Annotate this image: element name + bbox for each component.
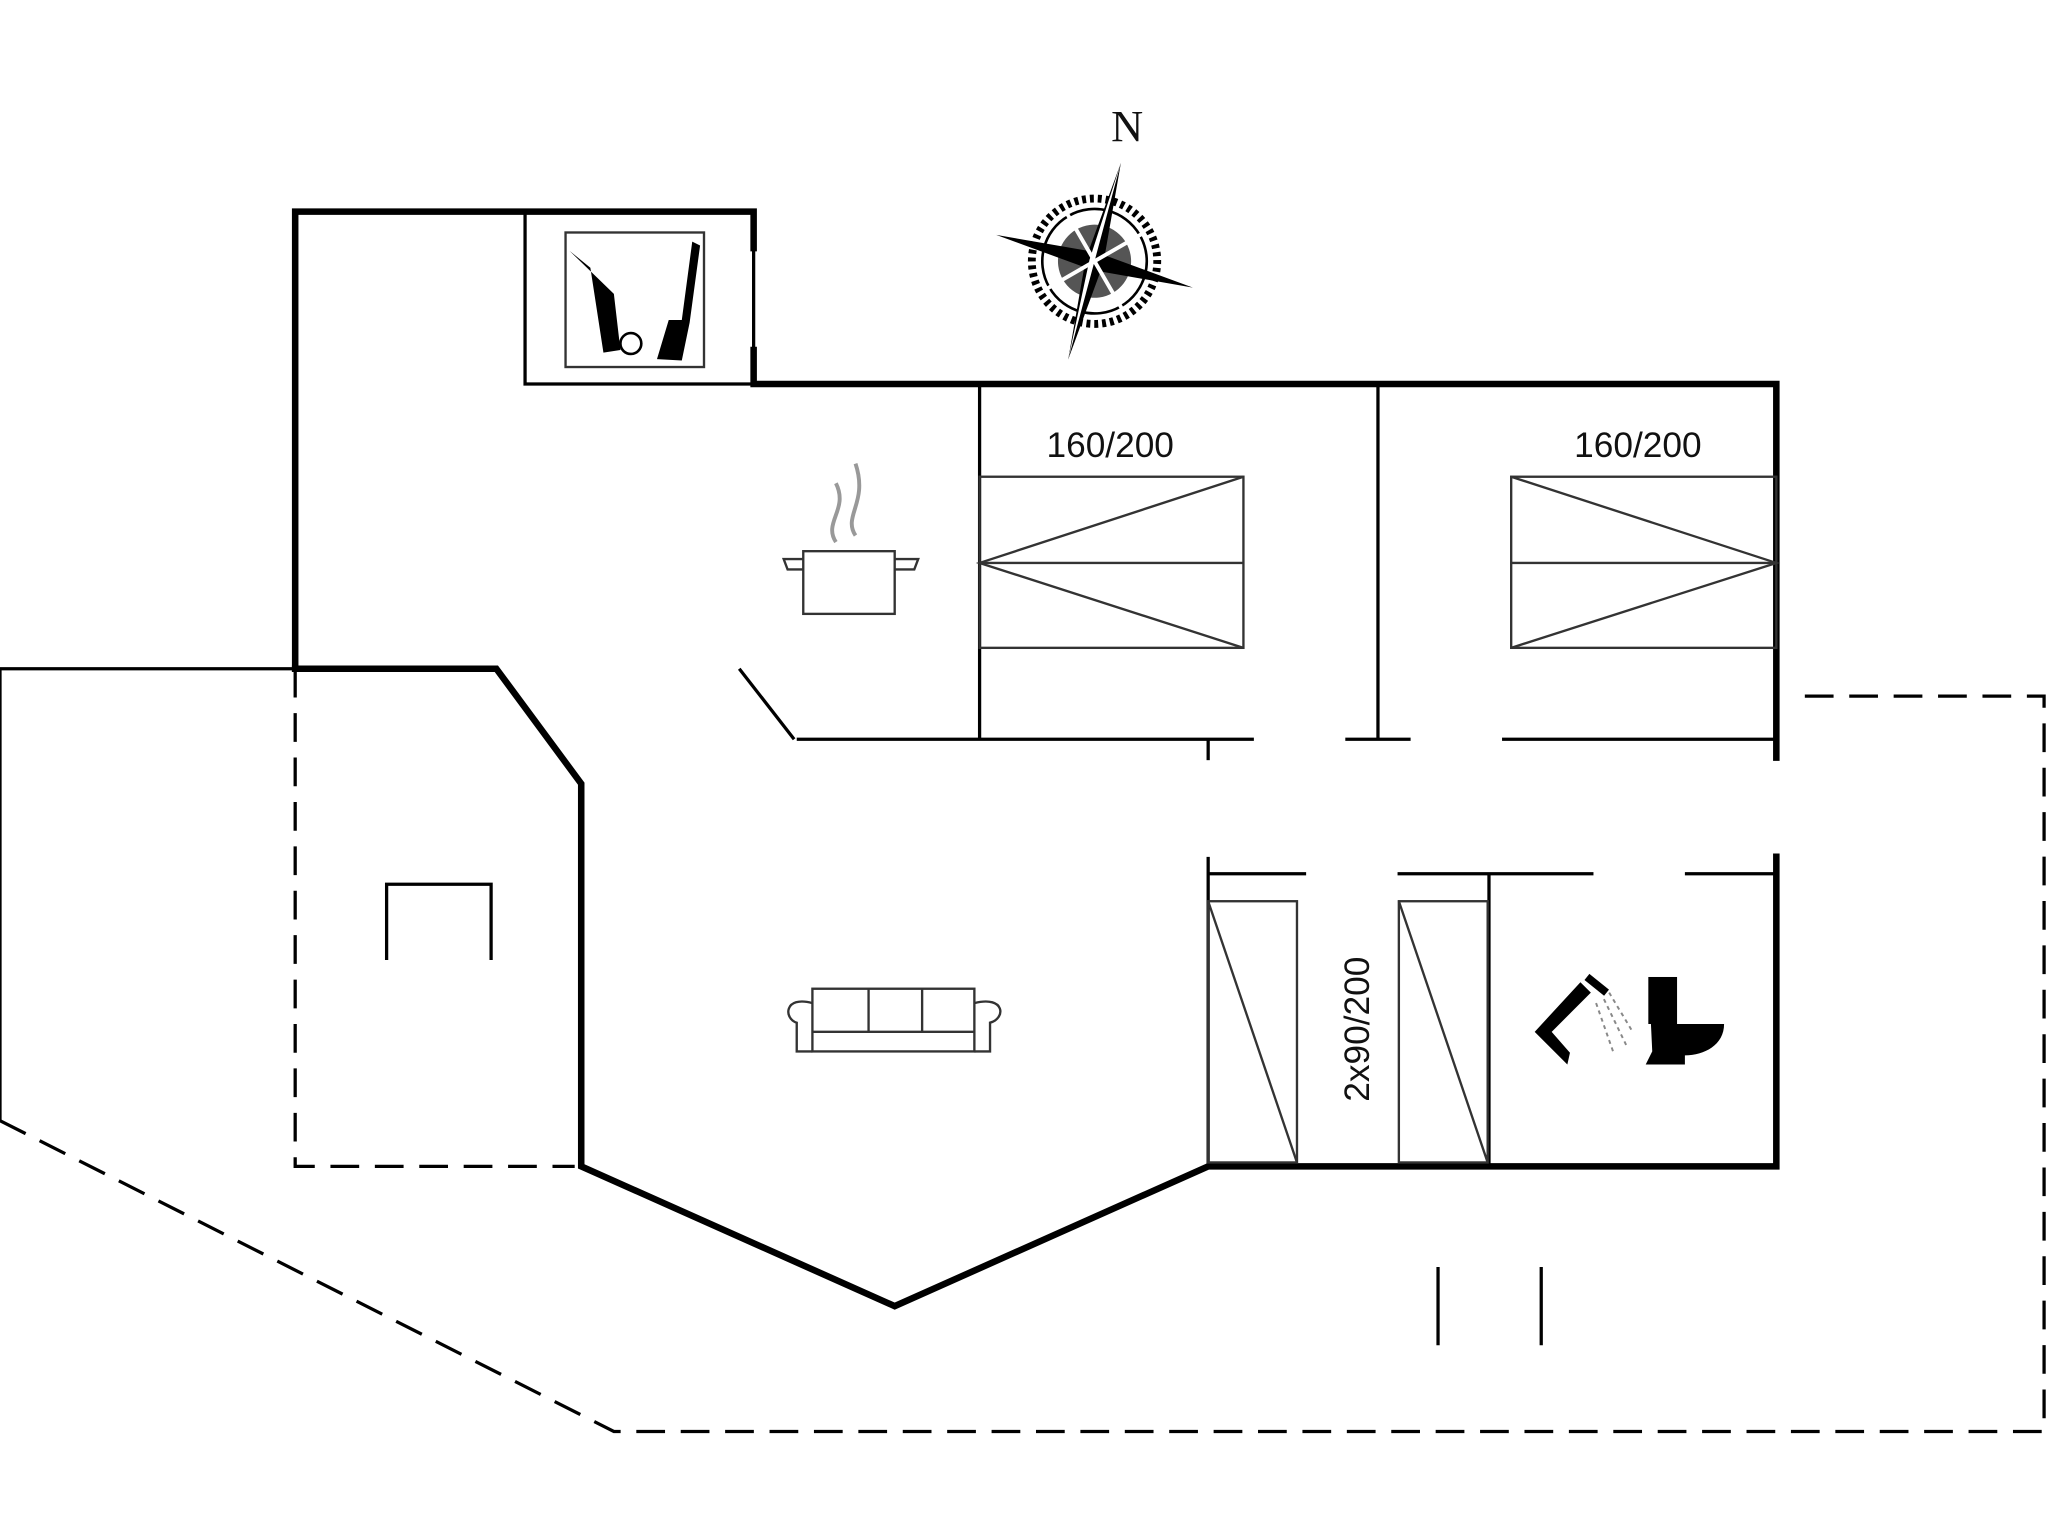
toilet-icon — [1645, 976, 1725, 1065]
compass-rose-icon — [996, 162, 1193, 360]
north-label: N — [1111, 101, 1143, 151]
terrace-outline — [0, 668, 2046, 1434]
interior-walls — [0, 209, 1777, 1346]
storage-tools-icon — [564, 231, 706, 369]
bed-size-label: 160/200 — [1046, 426, 1173, 465]
kitchen-pot-icon — [781, 463, 920, 616]
shower-icon — [1534, 973, 1634, 1065]
bed-size-label: 2x90/200 — [1338, 957, 1377, 1102]
single-beds — [1206, 900, 1489, 1164]
double-bed-1 — [975, 475, 1245, 650]
sofa-icon — [787, 987, 1002, 1053]
exterior-walls — [291, 208, 1780, 1310]
bed-size-label: 160/200 — [1574, 426, 1701, 465]
double-bed-2 — [1510, 475, 1781, 650]
